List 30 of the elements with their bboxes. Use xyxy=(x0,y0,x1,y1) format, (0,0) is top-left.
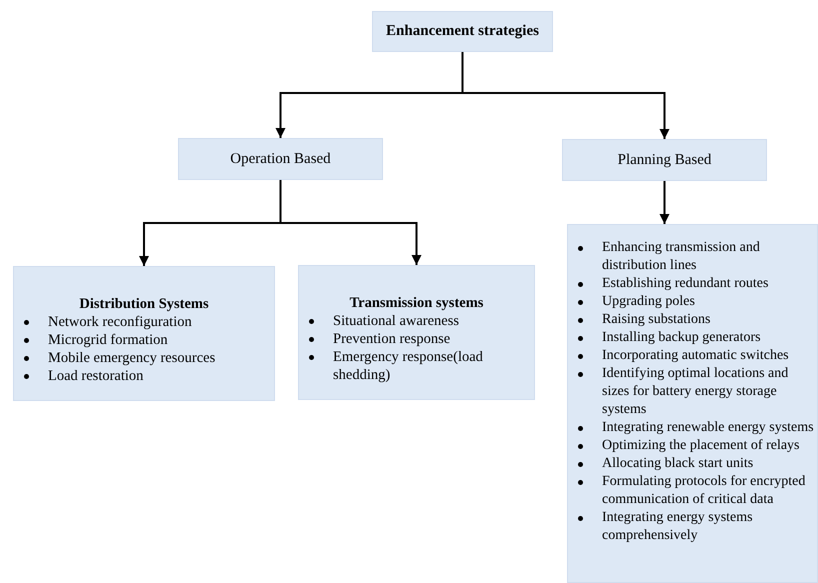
list-item: Upgrading poles xyxy=(602,293,695,311)
process-box: Enhancement strategies xyxy=(372,11,553,52)
arrow xyxy=(280,180,422,265)
list-item: Mobile emergency resources xyxy=(48,349,216,367)
list-item: Prevention response xyxy=(333,330,450,348)
list-item: Raising substations xyxy=(602,311,711,329)
list-item: Incorporating automatic switches xyxy=(602,347,789,365)
list-item: Identifying optimal locations and sizes for battery energy storage systems xyxy=(602,365,790,419)
list-item: Network reconfiguration xyxy=(48,313,192,331)
process-box: Planning Based xyxy=(562,139,767,181)
list-item: Integrating energy systems comprehensively xyxy=(602,509,754,545)
heading: Transmission systems xyxy=(348,294,484,312)
process-box: Operation Based xyxy=(178,138,383,180)
arrow xyxy=(660,181,670,224)
list-item: Installing backup generators xyxy=(602,329,761,347)
list-item: Allocating black start units xyxy=(602,455,754,473)
list-item: Situational awareness xyxy=(333,312,460,330)
list-item: Formulating protocols for encrypted communication of critical data xyxy=(602,473,806,509)
list-item: Microgrid formation xyxy=(48,331,168,349)
list-box xyxy=(13,266,275,401)
list-item: Integrating renewable energy systems xyxy=(602,419,814,437)
list-item: Load restoration xyxy=(48,367,144,385)
list-box xyxy=(567,224,818,583)
list-item: Establishing redundant routes xyxy=(602,275,768,293)
list-item: Optimizing the placement of relays xyxy=(602,437,800,455)
list-item: Enhancing transmission and distribution lines xyxy=(602,239,761,275)
heading: Distribution Systems xyxy=(78,295,210,313)
list-item: Emergency response(load shedding) xyxy=(333,348,484,384)
list-box xyxy=(298,265,535,400)
arrow xyxy=(462,52,670,139)
